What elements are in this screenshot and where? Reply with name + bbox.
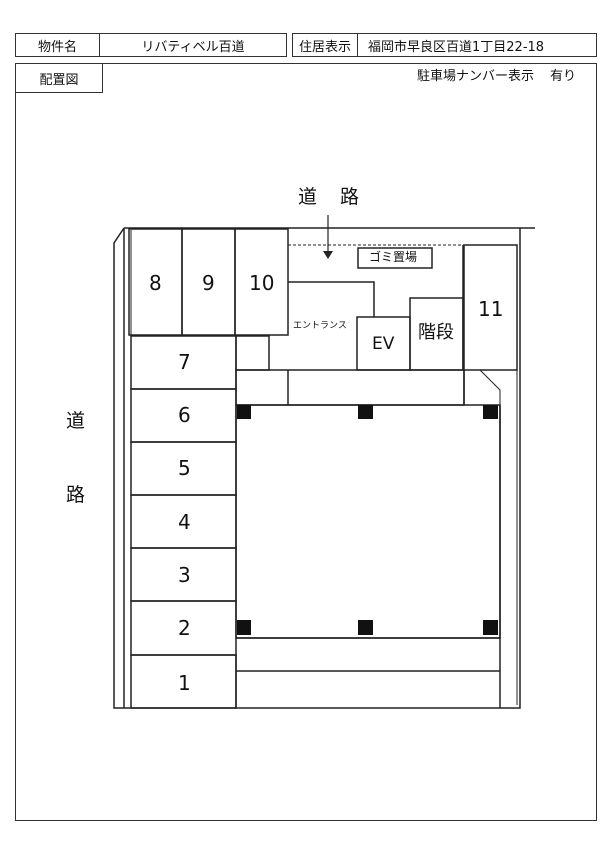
parking-number-display: 駐車場ナンバー表示有り: [417, 70, 576, 83]
parking-space-9: 9: [202, 271, 215, 295]
parking-number-label: 駐車場ナンバー表示: [417, 69, 535, 84]
property-name: リバティベル百道: [141, 39, 245, 55]
property-name-cell: リバティベル百道: [99, 33, 287, 57]
parking-space-2: 2: [178, 616, 191, 640]
parking-number-value: 有り: [550, 69, 577, 84]
address-value-cell: 福岡市早良区百道1丁目22-18: [357, 33, 597, 57]
parking-space-11: 11: [478, 297, 504, 321]
parking-space-1: 1: [178, 671, 191, 695]
property-label-cell: 物件名: [15, 33, 100, 57]
parking-space-7: 7: [178, 350, 191, 374]
layout-frame: [15, 63, 597, 821]
elevator-label: EV: [372, 334, 395, 354]
parking-space-5: 5: [178, 456, 191, 480]
address-value: 福岡市早良区百道1丁目22-18: [368, 39, 545, 55]
entrance-label: エントランス: [293, 321, 347, 331]
road-left-label-1: 道: [66, 410, 86, 432]
property-label: 物件名: [37, 39, 77, 55]
parking-space-4: 4: [178, 510, 191, 534]
parking-space-8: 8: [149, 271, 162, 295]
garbage-label: ゴミ置場: [369, 250, 418, 264]
address-label: 住居表示: [298, 39, 351, 55]
pillars: [237, 405, 498, 635]
road-top-label: 道 路: [298, 186, 362, 208]
layout-label: 配置図: [39, 72, 79, 88]
stairs-label: 階段: [418, 322, 454, 343]
address-label-cell: 住居表示: [292, 33, 358, 57]
parking-space-10: 10: [249, 271, 275, 295]
parking-space-6: 6: [178, 403, 191, 427]
layout-label-cell: 配置図: [15, 63, 103, 93]
road-left-label-2: 路: [66, 484, 86, 506]
parking-space-3: 3: [178, 563, 191, 587]
